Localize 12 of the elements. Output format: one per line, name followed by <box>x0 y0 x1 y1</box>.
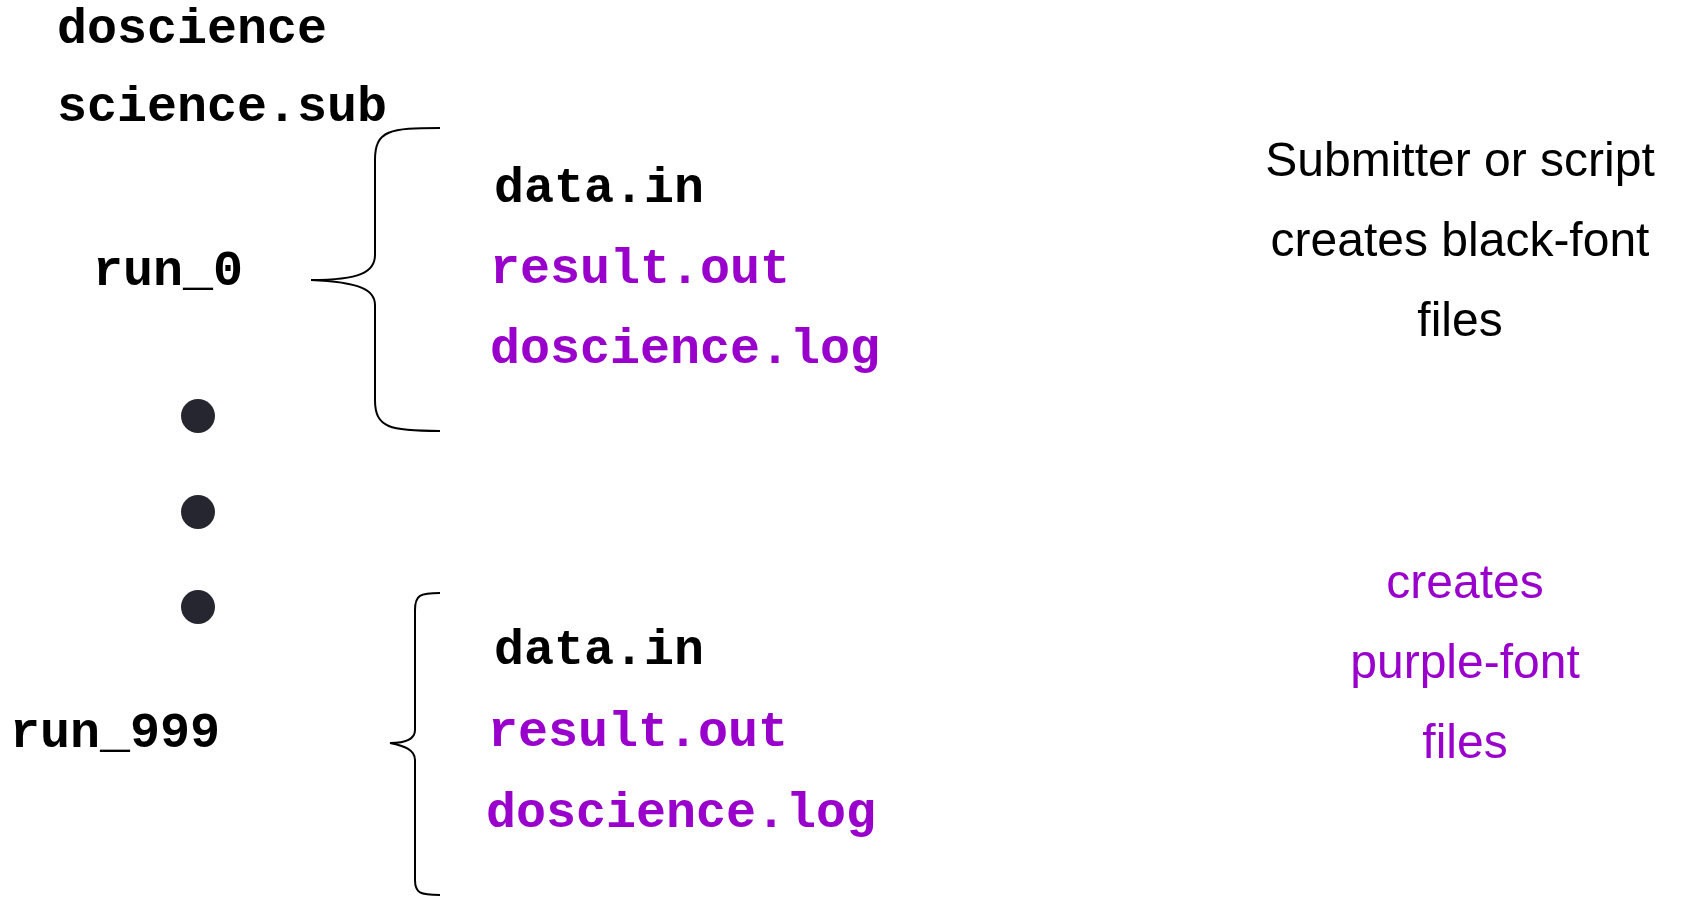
note-text: Submitter or script creates black-font files <box>1264 132 1656 348</box>
file-name: data.in <box>494 159 705 219</box>
file-name: doscience.log <box>490 320 881 380</box>
file-name: data.in <box>494 621 705 681</box>
file-name: doscience.log <box>486 784 877 844</box>
file-name: doscience <box>57 0 328 60</box>
file-name: run_999 <box>10 704 221 764</box>
file-name: result.out <box>488 703 789 763</box>
file-name: run_0 <box>93 242 244 302</box>
file-name: science.sub <box>57 78 388 138</box>
note-text: creates purple-font files <box>1349 554 1581 770</box>
file-name: result.out <box>490 240 791 300</box>
